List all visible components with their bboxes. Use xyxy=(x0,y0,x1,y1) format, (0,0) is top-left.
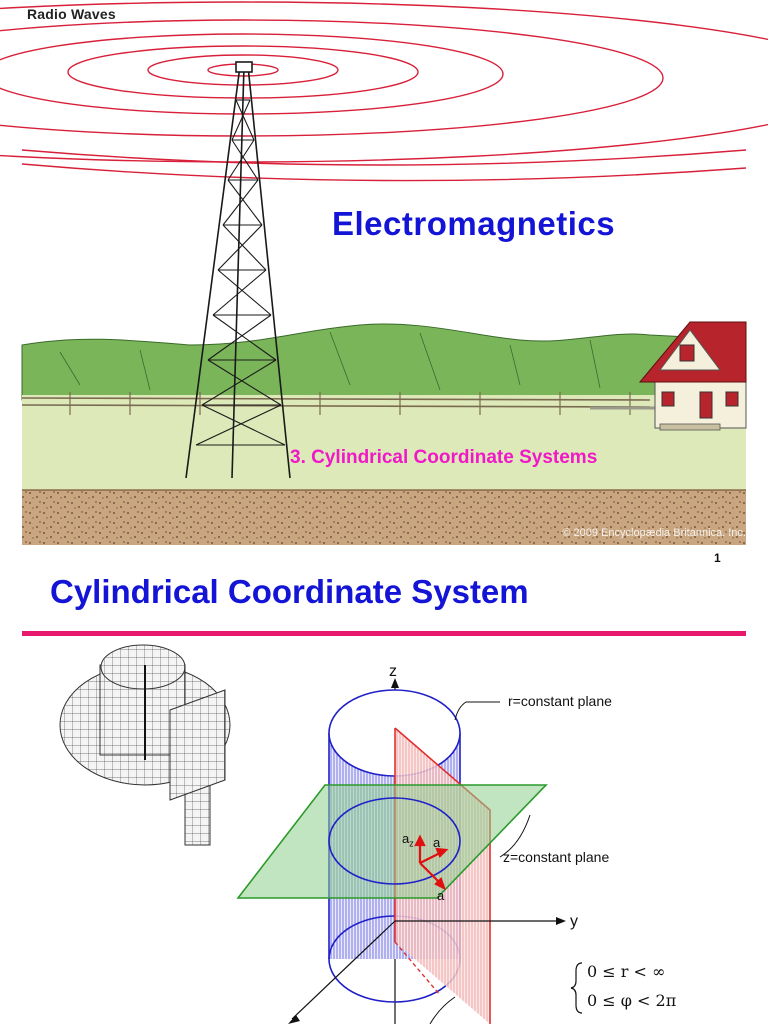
r-constant-plane-label: r=constant plane xyxy=(508,693,612,709)
z-axis-label: z xyxy=(389,663,397,680)
green-hills xyxy=(21,323,747,401)
slide-subtitle: 3. Cylindrical Coordinate Systems xyxy=(290,447,598,468)
unit-vector-phi-label: a xyxy=(433,835,441,850)
cylindrical-coordinate-diagram xyxy=(59,644,583,1024)
slide-title: Electromagnetics xyxy=(332,205,616,242)
z-constant-plane xyxy=(236,784,548,899)
house xyxy=(638,321,747,431)
mesh-cylinder-illustration xyxy=(59,644,231,846)
phi-range-condition: 0 ≤ φ < 2π xyxy=(587,991,677,1010)
page-number: 1 xyxy=(714,551,721,565)
page-title: Cylindrical Coordinate System xyxy=(50,573,529,610)
unit-vector-z-label: az xyxy=(402,831,414,849)
unit-vectors xyxy=(414,834,449,891)
title-underline xyxy=(22,631,746,636)
radio-waves-label: Radio Waves xyxy=(27,6,116,22)
radio-tower xyxy=(185,61,291,479)
y-axis-label: y xyxy=(570,913,578,930)
radio-tower-illustration xyxy=(0,0,768,545)
content-slide: 1 Cylindrical Coordinate System xyxy=(0,545,768,1024)
unit-vector-r-label: a xyxy=(437,888,445,903)
image-credit: © 2009 Encyclopædia Britannica, Inc. xyxy=(562,527,746,539)
title-slide: Radio Waves Electromagnetics 3. Cylindri… xyxy=(0,0,768,545)
r-range-condition: 0 ≤ r < ∞ xyxy=(587,962,666,981)
z-constant-plane-label: z=constant plane xyxy=(503,849,610,865)
